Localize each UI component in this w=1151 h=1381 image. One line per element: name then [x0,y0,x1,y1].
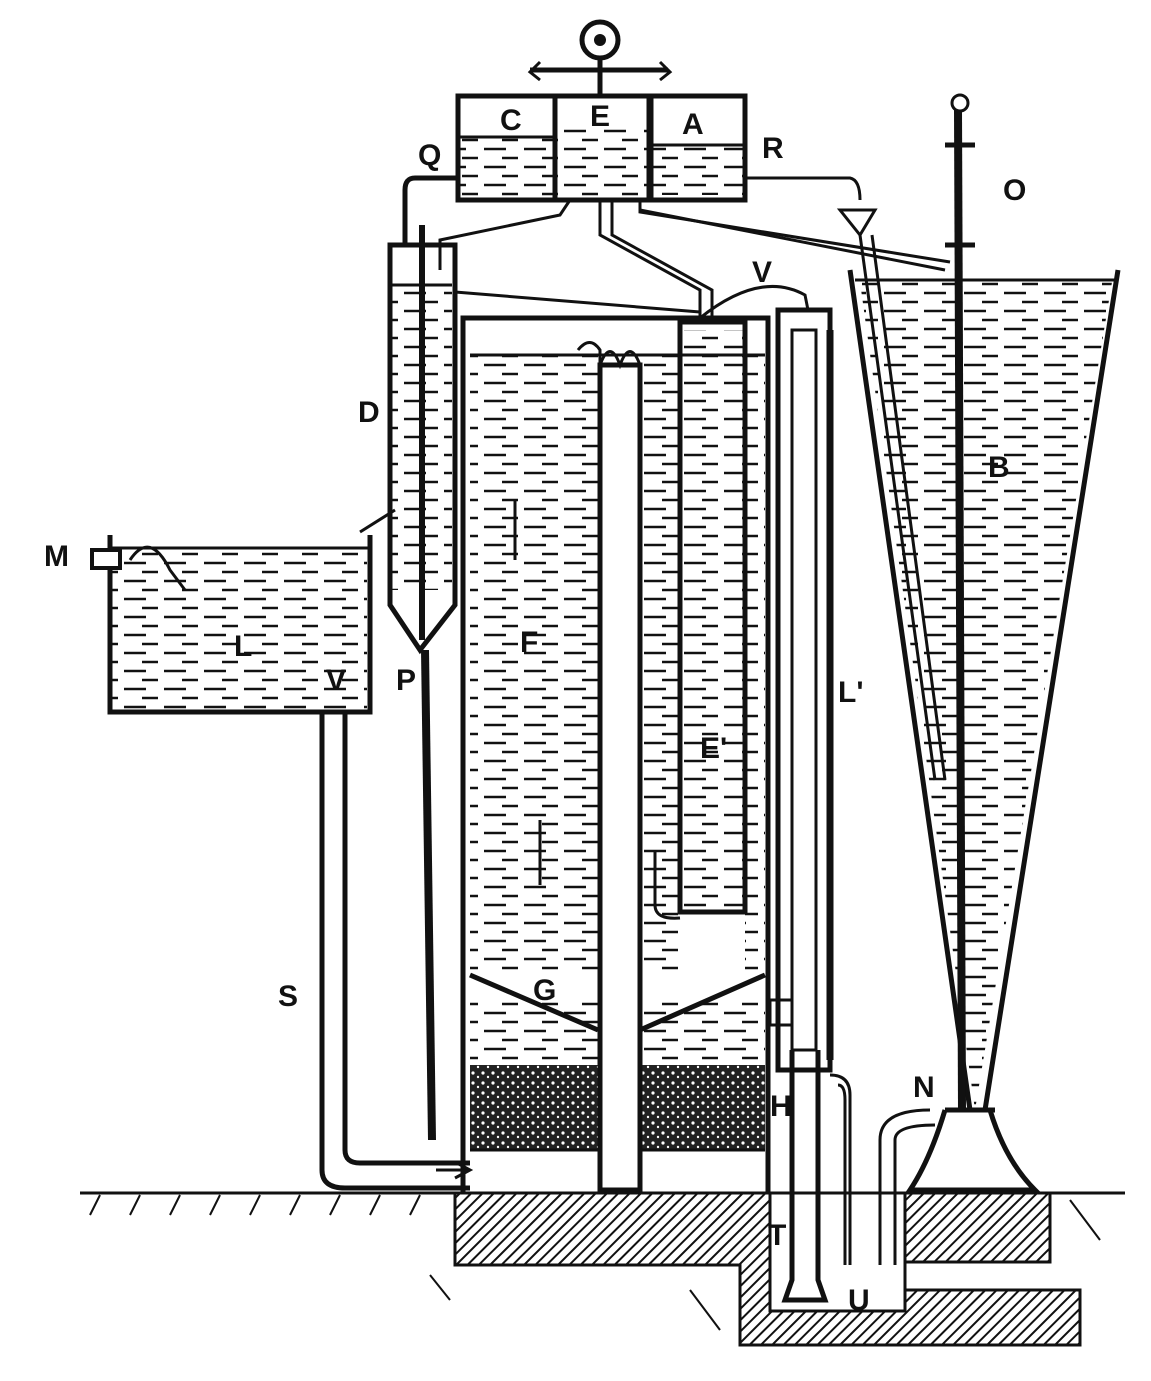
label-D: D [358,396,380,429]
label-V-lower: V [326,664,346,697]
label-H: H [770,1090,792,1123]
label-N: N [913,1071,935,1104]
column-L-prime [768,307,852,1303]
labels: C E A Q R O D B M L V P F L' E' S G H N … [44,100,1026,1317]
cone-B [847,93,1121,1265]
label-F: F [520,626,538,659]
label-U: U [848,1284,870,1317]
ground-foundation [80,1191,1125,1347]
label-E: E [590,100,610,133]
label-T: T [768,1219,786,1252]
filter-column-D [387,225,458,1141]
label-E-prime: E' [700,732,727,765]
tank-F [460,315,771,1193]
top-reservoirs [455,93,748,203]
label-S: S [278,980,298,1013]
top-valve [527,19,673,95]
label-A: A [682,108,704,141]
label-C: C [500,104,522,137]
label-Q: Q [418,139,441,172]
label-G: G [533,974,556,1007]
label-R: R [762,132,784,165]
label-V-upper: V [752,256,772,289]
label-P: P [396,664,416,697]
label-B: B [988,451,1010,484]
label-L-prime: L' [838,676,863,709]
label-O: O [1003,174,1026,207]
pipe-S [319,712,474,1191]
label-M: M [44,540,69,573]
tank-L [90,535,373,715]
label-L: L [234,630,252,663]
